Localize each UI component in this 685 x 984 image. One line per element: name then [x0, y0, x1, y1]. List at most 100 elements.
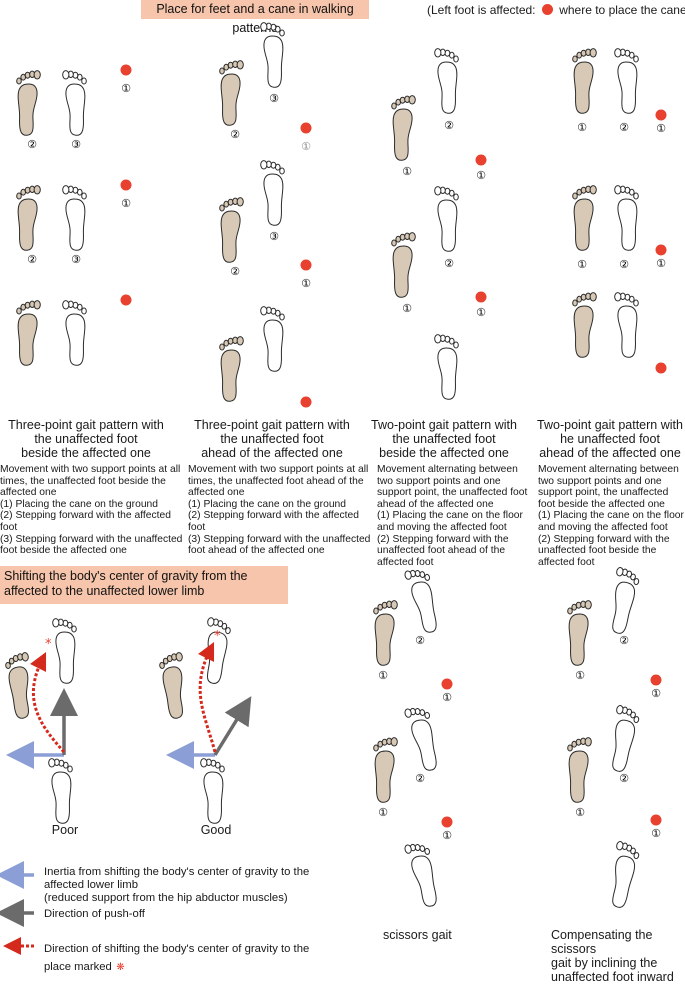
- step-number: ②: [444, 257, 454, 270]
- step-number: ②: [619, 634, 629, 647]
- unaffected-foot: [404, 567, 441, 635]
- unaffected-foot: [435, 49, 459, 114]
- cane-position-dot: [475, 291, 487, 303]
- unaffected-foot: [604, 705, 641, 773]
- step-number: ②: [619, 258, 629, 271]
- affected-foot: [392, 233, 416, 298]
- legend-arrows: [0, 861, 34, 955]
- unaffected-foot: [199, 617, 231, 684]
- pattern-description-three-point-ahead: Movement with two support points at all …: [188, 464, 371, 557]
- step-number: ②: [619, 121, 629, 134]
- affected-foot: [392, 96, 416, 161]
- poor-label: Poor: [51, 823, 79, 837]
- unaffected-foot: [201, 759, 225, 824]
- poor-diagram-arrows: [6, 651, 78, 769]
- unaffected-foot: [49, 759, 73, 824]
- step-number: ①: [656, 122, 666, 135]
- affected-foot: [568, 738, 592, 803]
- unaffected-foot: [615, 49, 639, 114]
- cane-position-dot: [300, 122, 312, 134]
- pattern-description-three-point-beside: Movement with two support points at all …: [0, 464, 183, 557]
- cane-dot-icon: [541, 4, 553, 15]
- unaffected-foot: [261, 307, 285, 372]
- unaffected-foot: [604, 841, 641, 909]
- unaffected-foot: [261, 23, 285, 88]
- poor-shift-arrow: [29, 651, 66, 753]
- affected-foot: [17, 71, 41, 136]
- affected-foot: [4, 652, 36, 719]
- gravity-section-title: Shifting the body's center of gravity fr…: [0, 566, 288, 604]
- step-number: ①: [476, 169, 486, 182]
- step-number: ②: [230, 265, 240, 278]
- cane-position-dot: [655, 362, 667, 374]
- good-shift-arrow: [197, 641, 217, 753]
- legend-shift-text: Direction of shifting the body's center …: [44, 943, 310, 973]
- unaffected-foot: [615, 293, 639, 358]
- legend-pushoff-text: Direction of push-off: [44, 908, 145, 920]
- unaffected-foot: [604, 567, 641, 635]
- affected-foot: [573, 293, 597, 358]
- affected-foot: [220, 198, 244, 263]
- pattern-description-two-point-ahead: Movement alternating between two support…: [538, 464, 684, 568]
- unaffected-foot: [404, 705, 441, 773]
- step-number: ②: [230, 128, 240, 141]
- asterisk-target-marker: *: [214, 629, 221, 644]
- scissors-gait-label: scissors gait: [383, 928, 452, 942]
- step-number: ③: [71, 253, 81, 266]
- affected-foot: [374, 738, 398, 803]
- affected-foot: [374, 601, 398, 666]
- pattern-description-two-point-beside: Movement alternating between two support…: [377, 464, 528, 568]
- cane-position-dot: [441, 678, 453, 690]
- step-number: ①: [577, 121, 587, 134]
- compensating-scissors-label: Compensating the scissors gait by inclin…: [551, 928, 674, 984]
- cane-dots-layer: [120, 64, 667, 828]
- legend-shift-text-block: Direction of shifting the body's center …: [44, 939, 344, 975]
- step-number: ①: [121, 82, 131, 95]
- step-number: ③: [269, 92, 279, 105]
- cane-position-dot: [120, 294, 132, 306]
- affected-foot: [220, 61, 244, 126]
- step-number: ①: [121, 197, 131, 210]
- good-label: Good: [200, 823, 232, 837]
- step-number: ①: [402, 165, 412, 178]
- cane-position-dot: [300, 396, 312, 408]
- affected-foot: [220, 337, 244, 402]
- good-pushoff-arrow: [213, 696, 252, 756]
- step-number: ①: [575, 806, 585, 819]
- step-number: ①: [301, 140, 311, 153]
- step-number: ①: [378, 806, 388, 819]
- step-number: ①: [651, 687, 661, 700]
- step-number: ②: [619, 772, 629, 785]
- step-number: ①: [651, 827, 661, 840]
- step-number: ①: [575, 669, 585, 682]
- step-number: ①: [577, 258, 587, 271]
- step-number: ①: [442, 691, 452, 704]
- pattern-title-two-point-beside: Two-point gait pattern with the unaffect…: [371, 418, 517, 460]
- cane-position-dot: [655, 109, 667, 121]
- unaffected-foot: [63, 71, 87, 136]
- unaffected-foot: [404, 841, 441, 909]
- step-number: ③: [71, 138, 81, 151]
- step-number: ①: [402, 302, 412, 315]
- legend-note-prefix: (Left foot is affected:: [427, 3, 536, 17]
- unaffected-foot: [261, 161, 285, 226]
- step-number: ①: [476, 306, 486, 319]
- affected-foot: [17, 186, 41, 251]
- cane-position-dot: [120, 179, 132, 191]
- step-number: ①: [301, 277, 311, 290]
- pattern-title-two-point-ahead: Two-point gait pattern with he unaffecte…: [537, 418, 683, 460]
- unaffected-foot: [53, 619, 77, 684]
- cane-position-dot: [441, 816, 453, 828]
- affected-foot: [17, 301, 41, 366]
- cane-position-dot: [650, 674, 662, 686]
- step-number: ②: [27, 253, 37, 266]
- pattern-title-three-point-ahead: Three-point gait pattern with the unaffe…: [194, 418, 350, 460]
- step-number: ②: [415, 772, 425, 785]
- diagram-title: Place for feet and a cane in walking pat…: [141, 0, 369, 35]
- good-diagram-arrows: [166, 641, 252, 769]
- affected-foot: [158, 652, 190, 719]
- step-number: ②: [444, 119, 454, 132]
- legend-inertia-text: Inertia from shifting the body's center …: [44, 866, 310, 904]
